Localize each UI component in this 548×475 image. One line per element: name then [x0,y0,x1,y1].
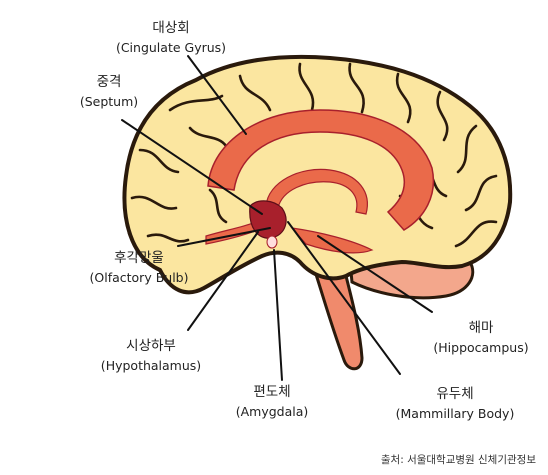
label-mammillary-body-en: Mammillary Body [384,404,526,424]
label-amygdala: 편도체 Amygdala [222,382,322,422]
label-olfactory-bulb: 후각망울 Olfactory Bulb [84,248,194,288]
amygdala-shape [266,235,278,249]
label-cingulate-gyrus-ko: 대상회 [152,20,190,36]
label-hypothalamus: 시상하부 Hypothalamus [96,336,206,376]
label-septum: 중격 Septum [64,72,154,112]
label-septum-ko: 중격 [96,74,122,90]
label-olfactory-bulb-en: Olfactory Bulb [84,268,194,288]
label-amygdala-ko: 편도체 [253,384,291,400]
label-mammillary-body: 유두체 Mammillary Body [384,384,526,424]
label-mammillary-body-ko: 유두체 [436,386,474,402]
fornix [265,168,368,215]
source-caption: 출처: 서울대학교병원 신체기관정보 [380,454,536,466]
label-hypothalamus-ko: 시상하부 [126,338,176,354]
label-septum-en: Septum [64,92,154,112]
brainstem [309,259,364,371]
label-amygdala-en: Amygdala [222,402,322,422]
leader-lines [121,55,433,381]
label-hypothalamus-en: Hypothalamus [96,356,206,376]
label-olfactory-bulb-ko: 후각망울 [114,250,164,266]
hippocampus-shape [290,227,374,254]
cingulate-gyrus [207,109,435,231]
label-hippocampus-ko: 해마 [468,320,494,336]
label-cingulate-gyrus: 대상회 Cingulate Gyrus [108,18,234,58]
label-cingulate-gyrus-en: Cingulate Gyrus [108,38,234,58]
label-hippocampus-en: Hippocampus [426,338,536,358]
label-hippocampus: 해마 Hippocampus [426,318,536,358]
